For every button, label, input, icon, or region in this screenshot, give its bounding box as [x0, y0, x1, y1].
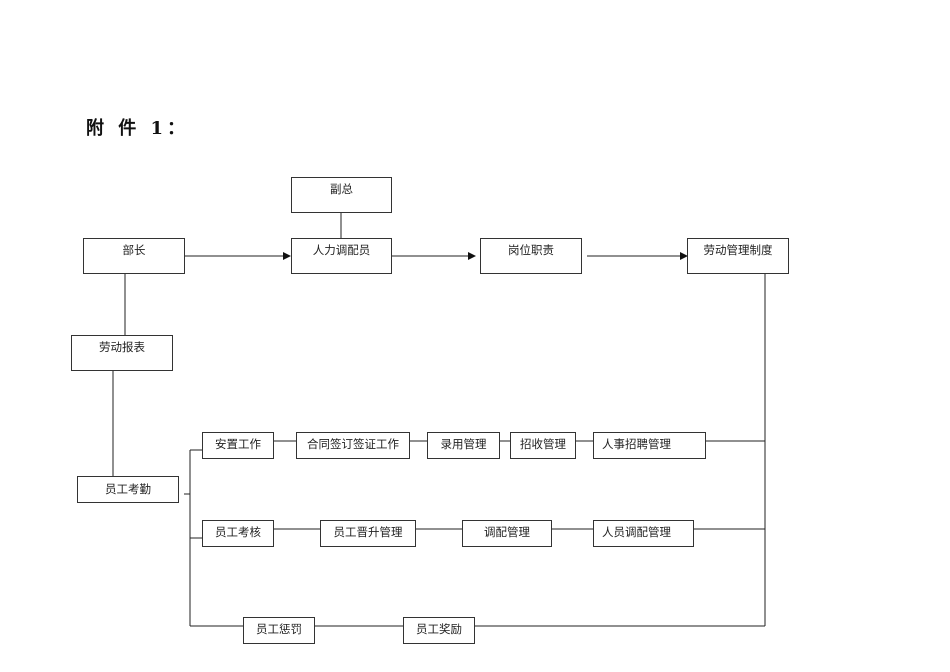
- node-zhaoshou: 招收管理: [510, 432, 576, 459]
- node-laodong-baobiao: 劳动报表: [71, 335, 173, 371]
- node-laodong-zhidu: 劳动管理制度: [687, 238, 789, 274]
- node-kaoqin: 员工考勤: [77, 476, 179, 503]
- node-gangwei: 岗位职责: [480, 238, 582, 274]
- node-renli: 人力调配员: [291, 238, 392, 274]
- node-kaohe: 员工考核: [202, 520, 274, 547]
- page-title: 附 件 1：: [86, 118, 190, 139]
- node-buzhang: 部长: [83, 238, 185, 274]
- node-fuzong: 副总: [291, 177, 392, 213]
- node-hetong: 合同签订签证工作: [296, 432, 410, 459]
- node-anzhi: 安置工作: [202, 432, 274, 459]
- node-renshi-zhaopin: 人事招聘管理: [593, 432, 706, 459]
- node-luyong: 录用管理: [427, 432, 500, 459]
- node-diaopei: 调配管理: [462, 520, 552, 547]
- node-jinsheng: 员工晋升管理: [320, 520, 416, 547]
- node-jiangli: 员工奖励: [403, 617, 475, 644]
- node-renyuan-diaopei: 人员调配管理: [593, 520, 694, 547]
- node-chengfa: 员工惩罚: [243, 617, 315, 644]
